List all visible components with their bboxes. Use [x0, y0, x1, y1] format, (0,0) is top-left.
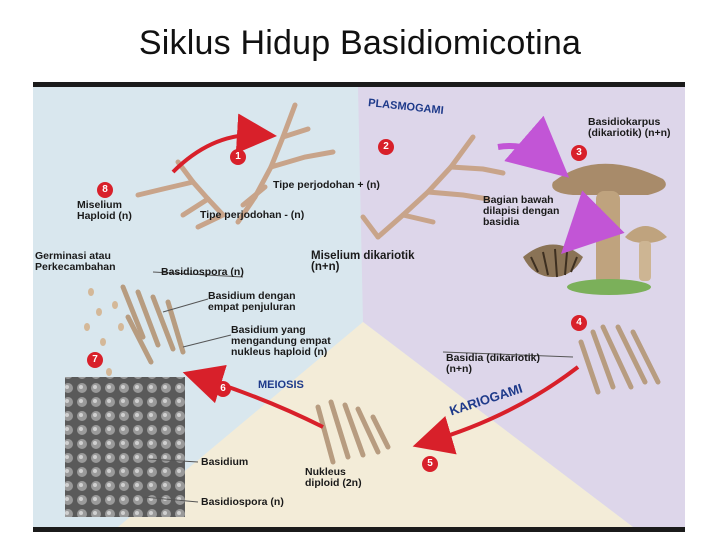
- stage-1-badge: 1: [230, 149, 246, 165]
- sem-photo: [65, 377, 185, 517]
- nukleus-diploid-label: Nukleus diploid (2n): [305, 466, 362, 489]
- basidiokarpus-label: Basidiokarpus (dikariotik) (n+n): [588, 116, 671, 139]
- arrow-3-down: [561, 190, 625, 254]
- basidia-cluster-left: [120, 284, 186, 365]
- meiosis-label: MEIOSIS: [258, 379, 304, 391]
- slide-title: Siklus Hidup Basidiomicotina: [138, 24, 582, 62]
- stage-7-badge: 7: [87, 352, 103, 368]
- hyphae-plus: [235, 102, 336, 225]
- tipe-plus-label: Tipe perjodohan + (n): [273, 179, 380, 191]
- arrow-4-to-5: [412, 365, 580, 455]
- hyphae-minus: [135, 159, 226, 230]
- stage-8-badge: 8: [97, 182, 113, 198]
- basidia-cluster-right: [578, 324, 661, 395]
- arrow-8-to-1: [171, 113, 277, 174]
- tipe-minus-label: Tipe perjodohan - (n): [200, 209, 305, 221]
- stage-4-badge: 4: [571, 315, 587, 331]
- life-cycle-artwork: [65, 87, 685, 527]
- bagian-bawah-label: Bagian bawah dilapisi dengan basidia: [483, 194, 560, 228]
- basidiospora-label: Basidiospora (n): [161, 266, 244, 278]
- basidium-nukleus-label: Basidium yang mengandung empat nukleus h…: [231, 324, 331, 358]
- hyphae-dikaryotic: [360, 134, 506, 240]
- stage-3-badge: 3: [571, 145, 587, 161]
- miselium-haploid-label: Miselium Haploid (n): [77, 199, 132, 222]
- stage-5-badge: 5: [422, 456, 438, 472]
- miselium-dikariotik-label: Miselium dikariotik (n+n): [311, 250, 415, 273]
- basidium-empat-label: Basidium dengan empat penjuluran: [208, 290, 296, 313]
- basidium-label: Basidium: [201, 456, 249, 468]
- arrow-5-to-6: [182, 364, 324, 429]
- mushroom-small: [625, 226, 667, 281]
- germinasi-label: Germinasi atau Perkecambahan: [35, 250, 116, 273]
- leader-lines: [142, 271, 574, 503]
- stage-2-badge: 2: [378, 139, 394, 155]
- arrow-2-to-3: [497, 115, 570, 178]
- life-cycle-figure: PLASMOGAMI KARIOGAMI MEIOSIS 1 2 3 4 5 6…: [33, 82, 685, 532]
- basidiospora-bottom-label: Basidiospora (n): [201, 496, 284, 508]
- stage-6-badge: 6: [215, 381, 231, 397]
- basidia-dikariotik-label: Basidia (dikariotik) (n+n): [446, 352, 540, 375]
- basidia-cluster-bottom: [315, 399, 391, 465]
